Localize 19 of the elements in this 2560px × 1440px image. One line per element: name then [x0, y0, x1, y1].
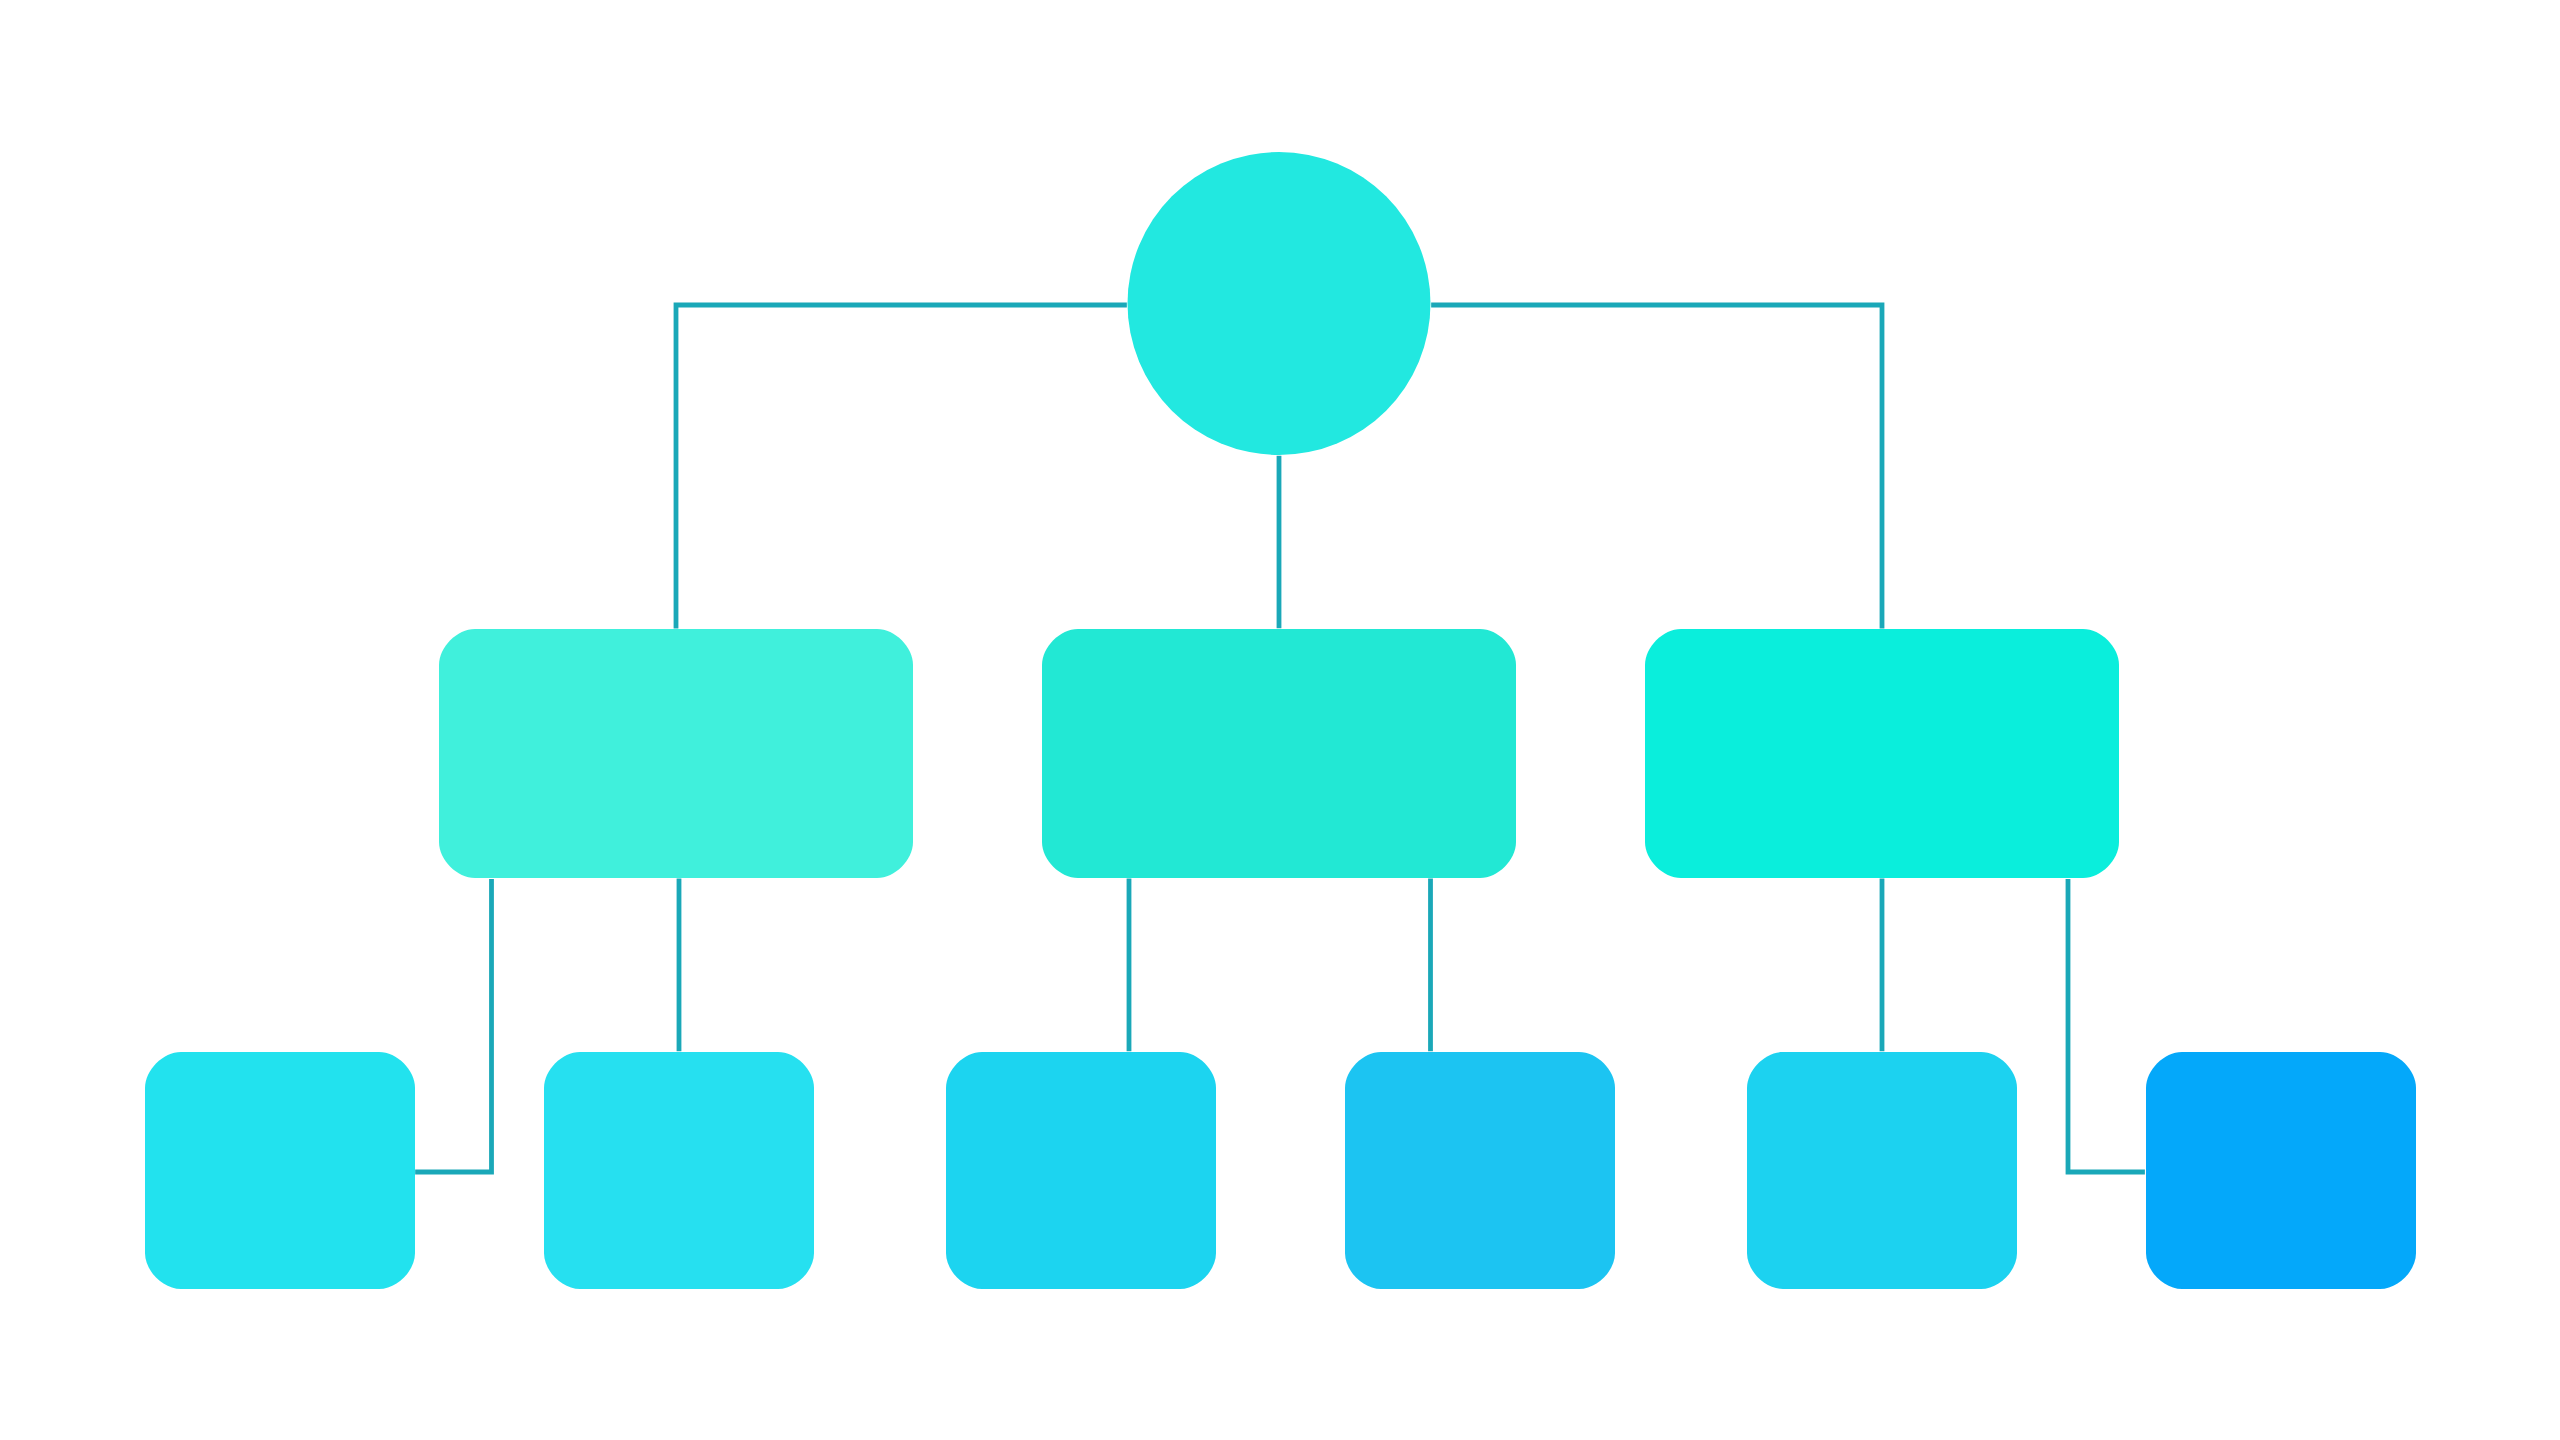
connector — [673, 302, 1127, 629]
connector — [1276, 455, 1281, 628]
connector — [414, 878, 494, 1174]
node-circle — [1127, 151, 1430, 455]
connector — [1430, 302, 1884, 629]
node-box — [438, 628, 913, 878]
node-box — [1644, 628, 2119, 878]
node-box — [945, 1051, 1216, 1289]
node-box — [144, 1051, 415, 1289]
node-box — [1041, 628, 1516, 878]
connector — [2065, 878, 2145, 1174]
node-box — [1746, 1051, 2017, 1289]
connector — [1879, 878, 1884, 1051]
node-box — [1344, 1051, 1615, 1289]
connector — [1126, 878, 1131, 1051]
node-box — [543, 1051, 814, 1289]
node-box — [2145, 1051, 2416, 1289]
connector — [1427, 878, 1433, 1051]
connector — [676, 878, 681, 1051]
